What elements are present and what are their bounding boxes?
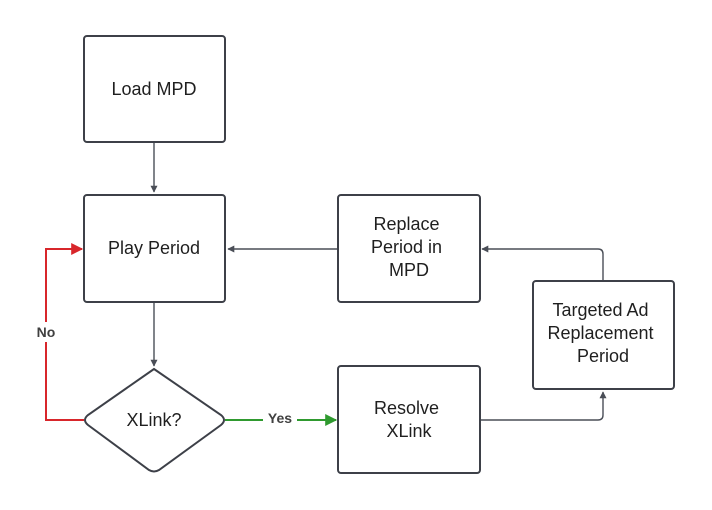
- svg-text:Targeted Ad Replacement: Targeted Ad Replacement Period: [547, 300, 658, 366]
- node-targeted-ad: Targeted Ad Replacement Period: [532, 280, 675, 390]
- node-replace-period-line-3: MPD: [389, 260, 429, 280]
- node-targeted-ad-line-2: Replacement: [547, 323, 653, 343]
- edge-label-no-background: [33, 322, 60, 342]
- svg-text:Resolve XLink: Resolve XLink: [374, 398, 444, 441]
- node-resolve-xlink: Resolve XLink: [337, 365, 481, 474]
- node-targeted-ad-line-1: Targeted Ad: [552, 300, 648, 320]
- node-load-mpd-line-1: Load MPD: [111, 79, 196, 99]
- node-targeted-ad-line-3: Period: [577, 346, 629, 366]
- edge-targeted-to-replace: [481, 245, 604, 280]
- edge-resolve-to-targeted: [481, 391, 607, 421]
- node-play-period-line-1: Play Period: [108, 238, 200, 258]
- node-play-period: Play Period: [83, 194, 226, 303]
- svg-text:Replace Period in: Replace Period in MPD: [371, 214, 447, 280]
- svg-text:XLink?: XLink?: [126, 410, 181, 430]
- svg-text:Play Period: Play Period: [108, 238, 200, 258]
- node-load-mpd: Load MPD: [83, 35, 226, 143]
- svg-text:Load MPD: Load MPD: [111, 79, 196, 99]
- node-resolve-xlink-line-2: XLink: [386, 421, 432, 441]
- node-replace-period-line-2: Period in: [371, 237, 442, 257]
- edge-label-no: No: [37, 324, 56, 340]
- node-xlink-decision-line-1: XLink?: [126, 410, 181, 430]
- node-replace-period: Replace Period in MPD: [337, 194, 481, 303]
- edge-label-yes: Yes: [268, 410, 292, 426]
- edge-label-yes-background: [263, 408, 297, 428]
- node-resolve-xlink-line-1: Resolve: [374, 398, 439, 418]
- node-xlink-decision: XLink?: [84, 367, 225, 473]
- node-replace-period-line-1: Replace: [373, 214, 439, 234]
